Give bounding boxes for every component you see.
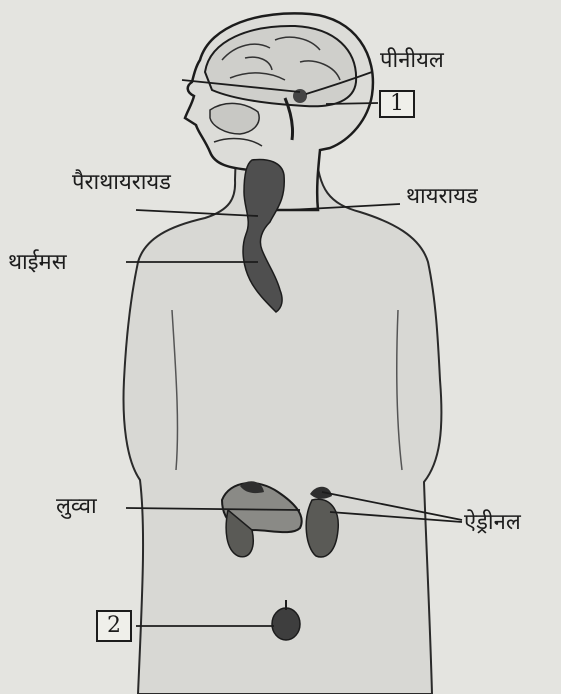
- label-box-1: 1: [379, 90, 415, 118]
- box1-leader: [326, 103, 378, 104]
- label-pineal: पीनीयल: [380, 50, 444, 72]
- kidney-right: [306, 499, 338, 557]
- label-box-2: 2: [96, 610, 132, 642]
- label-pancreas: लुव्वा: [56, 496, 97, 518]
- label-parathyroid: पैराथायरायड: [72, 172, 171, 194]
- label-adrenal: ऐड्रीनल: [464, 512, 521, 534]
- label-thyroid: थायरायड: [406, 186, 478, 208]
- gonad-gland: [272, 608, 300, 640]
- label-thymus: थाईमस: [8, 252, 67, 274]
